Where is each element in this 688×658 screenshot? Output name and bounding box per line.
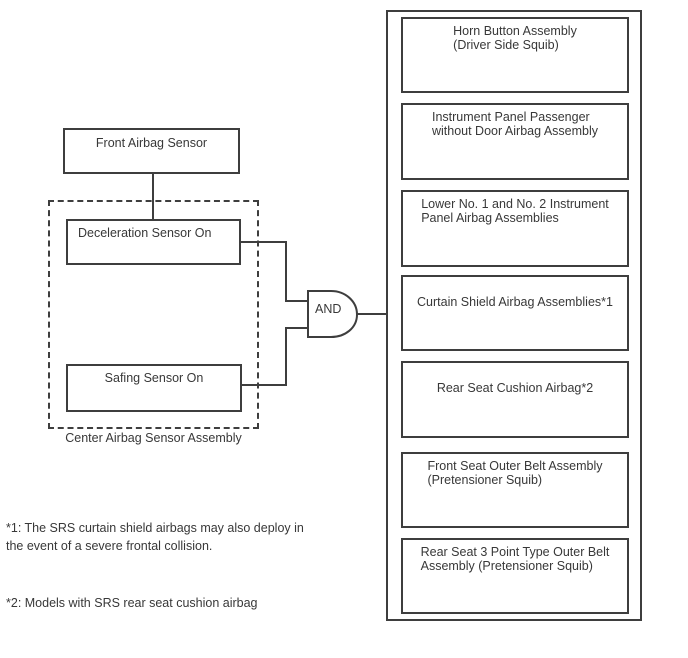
- output-box-text: Front Seat Outer Belt Assembly (Pretensi…: [427, 459, 603, 487]
- footnote-rear-seat-cushion: *2: Models with SRS rear seat cushion ai…: [6, 596, 258, 610]
- output-box-rear-seat-3-point-belt: Rear Seat 3 Point Type Outer Belt Assemb…: [401, 538, 629, 614]
- output-box-text: Instrument Panel Passenger without Door …: [431, 110, 599, 138]
- deceleration-sensor-label: Deceleration Sensor On: [78, 226, 212, 240]
- output-box-instrument-panel-passenger: Instrument Panel Passenger without Door …: [401, 103, 629, 180]
- safing-sensor-label: Safing Sensor On: [104, 371, 204, 385]
- output-box-text: Curtain Shield Airbag Assemblies*1: [417, 295, 613, 309]
- center-airbag-sensor-assembly-label: Center Airbag Sensor Assembly: [65, 431, 242, 445]
- deceleration-sensor-box: Deceleration Sensor On: [66, 219, 241, 265]
- and-gate-label: AND: [315, 302, 342, 316]
- safing-sensor-box: Safing Sensor On: [66, 364, 242, 412]
- output-box-text: Rear Seat 3 Point Type Outer Belt Assemb…: [420, 545, 610, 573]
- footnote-curtain-shield: *1: The SRS curtain shield airbags may a…: [6, 521, 304, 553]
- output-box-rear-seat-cushion: Rear Seat Cushion Airbag*2: [401, 361, 629, 438]
- output-box-horn-button: Horn Button Assembly (Driver Side Squib): [401, 17, 629, 93]
- center-airbag-sensor-assembly-dashed-box: [48, 200, 259, 429]
- output-box-text: Horn Button Assembly (Driver Side Squib): [453, 24, 577, 52]
- front-airbag-sensor-box: Front Airbag Sensor: [63, 128, 240, 174]
- output-box-curtain-shield: Curtain Shield Airbag Assemblies*1: [401, 275, 629, 351]
- output-box-text: Lower No. 1 and No. 2 Instrument Panel A…: [421, 197, 609, 225]
- output-box-front-seat-outer-belt: Front Seat Outer Belt Assembly (Pretensi…: [401, 452, 629, 528]
- output-box-lower-instrument-panel: Lower No. 1 and No. 2 Instrument Panel A…: [401, 190, 629, 267]
- outputs-outer-box: Horn Button Assembly (Driver Side Squib)…: [386, 10, 642, 621]
- front-airbag-sensor-label: Front Airbag Sensor: [95, 136, 208, 150]
- output-box-text: Rear Seat Cushion Airbag*2: [436, 381, 594, 395]
